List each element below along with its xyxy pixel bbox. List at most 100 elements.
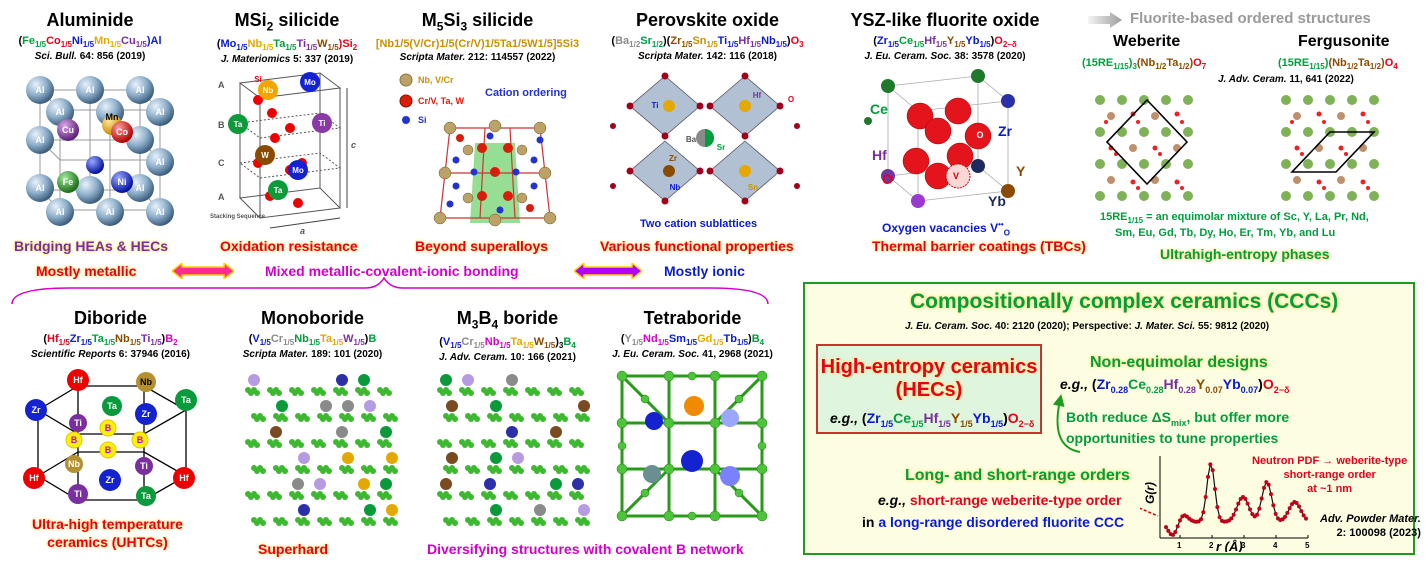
svg-text:Y: Y — [1016, 163, 1026, 179]
svg-text:Ta: Ta — [274, 186, 283, 195]
svg-text:C: C — [218, 158, 225, 168]
tetraboride-formula: (Y1/5Nd1/5Sm1/5Gd1/5Tb1/5)B4 — [620, 333, 765, 348]
svg-text:Ta: Ta — [181, 395, 192, 405]
svg-text:Ti: Ti — [652, 101, 659, 110]
svg-text:Hf: Hf — [73, 375, 83, 385]
pdf-point — [1287, 506, 1292, 511]
monoboride-ref: Scripta Mater. 189: 101 (2020) — [242, 349, 383, 361]
diboride-panel: Diboride (Hf1/5Zr1/5Ta1/5Nb1/5Ti1/5)B2 S… — [8, 308, 213, 360]
svg-text:Sr: Sr — [717, 143, 725, 152]
monoboride-formula: (V1/5Cr1/5Nb1/5Ta1/5W1/5)B — [248, 333, 377, 348]
diboride-ref: Scientific Reports 6: 37946 (2016) — [31, 349, 190, 361]
svg-text:Al: Al — [106, 207, 115, 217]
fluorite-ref: J. Eu. Ceram. Soc. 38: 3578 (2020) — [864, 51, 1026, 63]
aluminide-formula: (Fe1/5Co1/5Ni1/5Mn1/5Cu1/5)Al — [18, 35, 162, 50]
gray-arrow-icon — [1088, 12, 1122, 28]
pdf-point — [1245, 501, 1250, 506]
m5si3-caption: Beyond superalloys — [415, 238, 549, 254]
svg-text:O: O — [976, 130, 983, 140]
hec-title-2: (HECs) — [895, 379, 963, 401]
svg-text:Zr: Zr — [669, 154, 677, 163]
svg-text:A: A — [218, 192, 225, 202]
svg-text:Al: Al — [36, 135, 45, 145]
fergusonite-title: Fergusonite — [1298, 33, 1390, 50]
svg-text:Al: Al — [156, 107, 165, 117]
msi2-title: MSi2 silicide — [234, 10, 340, 34]
diboride-title: Diboride — [73, 308, 147, 328]
msi2-ref: J. Materiomics 5: 337 (2019) — [220, 53, 354, 65]
m3b4-ref: J. Adv. Ceram. 10: 166 (2021) — [439, 351, 576, 363]
svg-text:B: B — [105, 423, 112, 433]
svg-text:Nb: Nb — [263, 86, 274, 95]
pdf-point — [1283, 514, 1287, 519]
svg-text:Nb: Nb — [670, 183, 681, 192]
perovskite-structure-image: Ti Hf O Ba Zr Sr Nb Sn — [610, 72, 800, 205]
svg-text:Cr/V, Ta, W: Cr/V, Ta, W — [418, 96, 465, 106]
m5si3-legend: Nb, V/Cr Cr/V, Ta, W Si — [399, 73, 465, 125]
m5si3-note: Cation ordering — [485, 87, 567, 99]
svg-text:Fe: Fe — [63, 177, 74, 187]
svg-text:A: A — [218, 80, 225, 90]
weberite-structure-image — [1095, 95, 1193, 201]
pdf-point — [1166, 528, 1171, 533]
msi2-atoms — [228, 72, 332, 208]
svg-text:B: B — [218, 120, 225, 130]
ccc-ref: J. Eu. Ceram. Soc. 40: 2120 (2020); Pers… — [905, 321, 1270, 332]
ccc-arrows — [1052, 394, 1081, 453]
fluorite-caption: Thermal barrier coatings (TBCs) — [872, 238, 1086, 254]
pdf-point — [1199, 517, 1203, 522]
svg-text:Nb: Nb — [68, 459, 80, 469]
pdf-point — [1259, 496, 1264, 501]
svg-text:Sn: Sn — [748, 183, 758, 192]
diboride-formula: (Hf1/5Zr1/5Ta1/5Nb1/5Ti1/5)B2 — [43, 333, 178, 348]
pdf-point — [1269, 492, 1273, 497]
msi2-formula: (Mo1/5Nb1/5Ta1/5Ti1/5W1/5)Si2 — [216, 37, 358, 52]
sro-example: e.g., short-range weberite-type order — [878, 492, 1122, 508]
pdf-point — [1210, 468, 1215, 473]
ordered-ref: J. Adv. Ceram. 11, 641 (2022) — [1218, 74, 1354, 85]
pdf-point — [1294, 500, 1299, 505]
svg-text:a: a — [300, 226, 305, 236]
svg-text:Al: Al — [156, 157, 165, 167]
m5si3-structure-image: Nb, V/Cr Cr/V, Ta, W Si Cation ordering — [399, 73, 567, 227]
bonding-brace — [11, 276, 769, 305]
pdf-ylabel: G(r) — [1143, 482, 1157, 504]
fluorite-formula: (Zr1/5Ce1/5Hf1/5Y1/5Yb1/5)O2−δ — [873, 35, 1017, 50]
svg-text:Si: Si — [418, 115, 427, 125]
pdf-point — [1215, 505, 1220, 510]
m3b4-formula: (V1/5Cr1/5Nb1/5Ta1/5W1/5)3B4 — [439, 335, 576, 350]
pdf-point — [1304, 516, 1308, 521]
ordered-desc-2: Sm, Eu, Gd, Tb, Dy, Ho, Er, Tm, Yb, and … — [1115, 227, 1336, 239]
m5si3-panel: M5Si3 silicide [Nb1/5(V/Cr)1/5(Cr/V)1/5T… — [370, 10, 585, 63]
svg-text:Yb: Yb — [988, 193, 1006, 209]
fergusonite-structure-image — [1281, 95, 1379, 201]
svg-text:B: B — [137, 435, 144, 445]
pdf-point — [1206, 474, 1210, 479]
msi2-structure-image: A B C A c a Stacking Sequence Si Mo Nb T… — [210, 72, 356, 236]
monoboride-title: Monoboride — [261, 308, 364, 328]
tetraboride-ref: J. Eu. Ceram. Soc. 41, 2968 (2021) — [612, 349, 773, 361]
pdf-point — [1299, 509, 1304, 514]
pdf-point — [1257, 506, 1262, 511]
svg-text:Mn: Mn — [106, 112, 119, 122]
svg-text:Hf: Hf — [29, 473, 39, 483]
pdf-point — [1273, 511, 1278, 516]
nonequi-example: e.g., (Zr0.28Ce0.28Hf0.28Y0.07Yb0.07)O2−… — [1060, 376, 1290, 395]
tetraboride-panel: Tetraboride (Y1/5Nd1/5Sm1/5Gd1/5Tb1/5)B4… — [600, 308, 785, 360]
svg-text:Zr: Zr — [32, 405, 41, 415]
pdf-point — [1231, 512, 1236, 517]
svg-text:B: B — [105, 445, 112, 455]
pdf-xlabel: r (Å) — [1216, 539, 1243, 552]
pdf-point — [1297, 504, 1301, 509]
pdf-point — [1264, 480, 1269, 485]
lsro-title: Long- and short-range orders — [905, 467, 1130, 484]
bonding-center-label: Mixed metallic-covalent-ionic bonding — [265, 263, 519, 279]
monoboride-structure-image — [245, 374, 398, 526]
ordered-desc-1: 15RE1/15 = an equimolar mixture of Sc, Y… — [1100, 211, 1369, 226]
svg-text:Al: Al — [36, 183, 45, 193]
aluminide-title: Aluminide — [46, 10, 134, 30]
pdf-point — [1255, 512, 1259, 517]
pdf-point — [1262, 485, 1266, 490]
